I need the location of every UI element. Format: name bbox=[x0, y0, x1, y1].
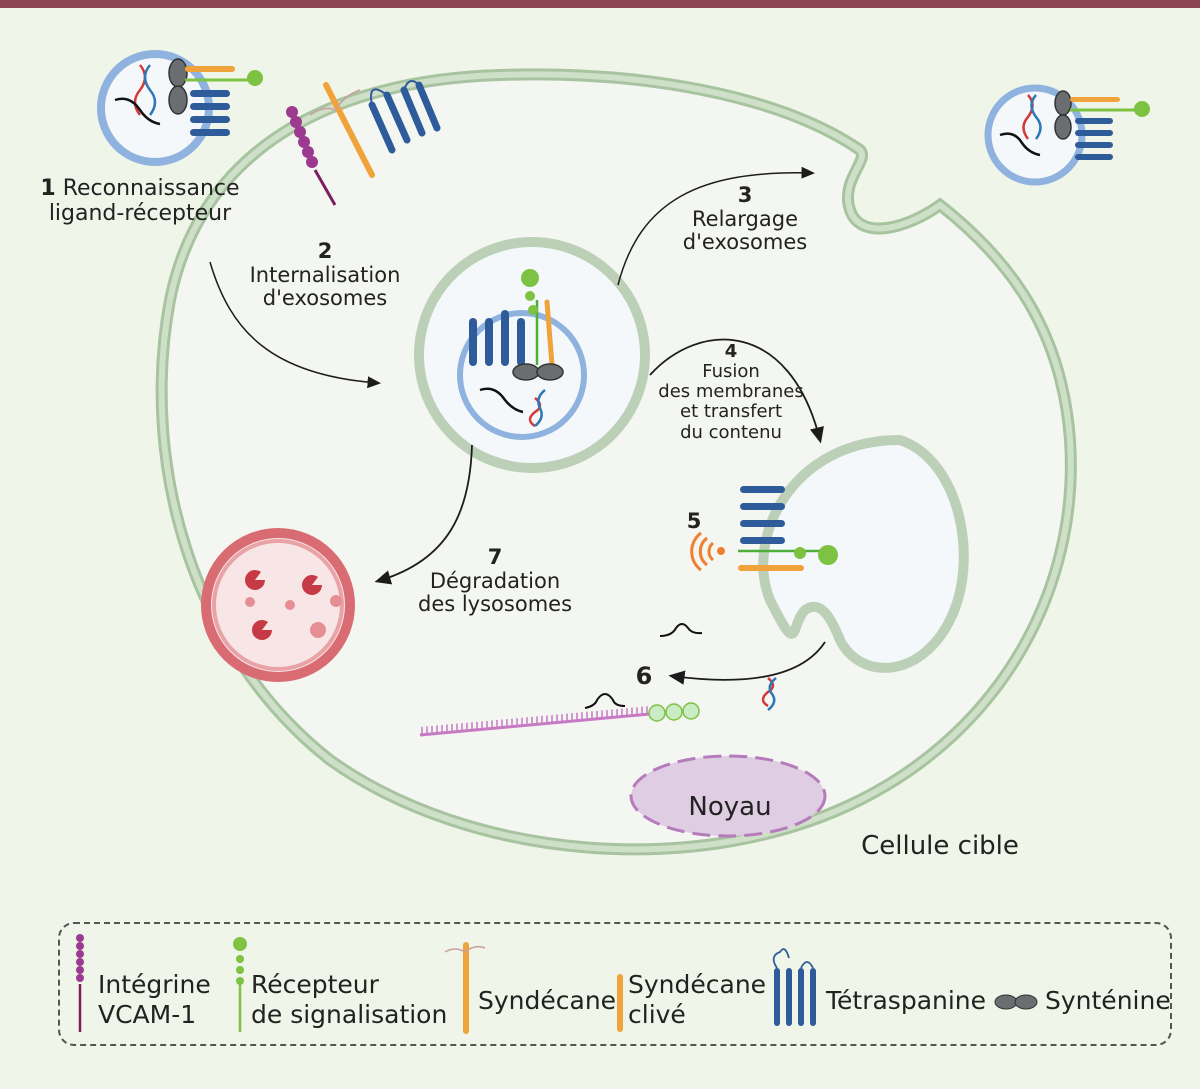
legend-tetraspanin-line1: Tétraspanine bbox=[826, 986, 987, 1015]
legend-integrin-line1: Intégrine bbox=[98, 970, 211, 999]
cleaved-syndecan-icon bbox=[617, 974, 623, 1032]
step-4-text: Fusion bbox=[702, 361, 760, 383]
step-1-number: 1 bbox=[40, 176, 56, 201]
tetraspanin-icon bbox=[772, 948, 816, 1026]
step-3-number: 3 bbox=[737, 183, 753, 207]
legend-item-syntenin: Synténine bbox=[1045, 986, 1171, 1016]
step-5-number: 5 bbox=[686, 509, 702, 533]
legend-integrin-line2: VCAM-1 bbox=[98, 1000, 197, 1029]
step-1-text: Reconnaissance bbox=[62, 176, 240, 201]
step-4-text3: et transfert bbox=[680, 401, 782, 423]
legend-item-cleaved-syndecan: Syndécane clivé bbox=[628, 970, 766, 1030]
step-3-label: 3 Relargage d'exosomes bbox=[670, 183, 820, 255]
legend-cleaved-line1: Syndécane bbox=[628, 970, 767, 999]
legend-item-signaling-receptor: Récepteur de signalisation bbox=[251, 970, 447, 1030]
arrow-step-6 bbox=[668, 641, 826, 685]
free-mirna bbox=[659, 623, 703, 637]
mrna-with-mirna bbox=[419, 693, 700, 737]
signaling-receptor-icon bbox=[233, 937, 247, 1032]
step-6-number: 6 bbox=[635, 662, 653, 690]
step-7-number: 7 bbox=[487, 545, 503, 569]
step-7-label: 7 Dégradation des lysosomes bbox=[410, 545, 580, 617]
legend-receptor-line2: de signalisation bbox=[251, 1000, 448, 1029]
step-2-label: 2 Internalisation d'exosomes bbox=[230, 239, 420, 311]
legend-receptor-line1: Récepteur bbox=[251, 970, 379, 999]
legend-cleaved-line2: clivé bbox=[628, 1000, 686, 1029]
endosome bbox=[414, 237, 650, 473]
nucleus-label: Noyau bbox=[688, 792, 772, 822]
signal-icon bbox=[690, 531, 725, 572]
arrow-step-7 bbox=[374, 444, 473, 585]
arrow-step-3 bbox=[617, 166, 815, 286]
membrane-tetraspanin bbox=[368, 80, 441, 154]
nucleus bbox=[629, 754, 827, 838]
cell-label: Cellule cible bbox=[861, 831, 1019, 861]
step-1-label: 1 Reconnaissance ligand-récepteur bbox=[40, 176, 240, 226]
step-4-text2: des membranes bbox=[658, 381, 804, 403]
target-cell bbox=[155, 68, 1077, 856]
legend-icons bbox=[76, 934, 1038, 1034]
step-3-text: Relargage bbox=[692, 206, 798, 231]
accent-bar bbox=[0, 0, 1200, 8]
fusion-compartment bbox=[738, 434, 969, 673]
exosome-extracellular-2 bbox=[984, 84, 1150, 186]
syntenin-icon bbox=[994, 994, 1038, 1010]
syndecan-icon bbox=[444, 942, 486, 1034]
membrane-syndecan bbox=[309, 82, 375, 178]
step-4-label: 4 Fusion des membranes et transfert du c… bbox=[651, 341, 811, 443]
step-7-text2: des lysosomes bbox=[417, 592, 573, 617]
step-3-text2: d'exosomes bbox=[682, 230, 808, 255]
legend-syntenin-line1: Synténine bbox=[1045, 986, 1171, 1015]
arrow-step-4 bbox=[649, 338, 824, 444]
legend-syndecan-line1: Syndécane bbox=[478, 986, 617, 1015]
step-2-text: Internalisation bbox=[249, 262, 401, 287]
step-4-text4: du contenu bbox=[680, 421, 782, 443]
integrin-icon bbox=[76, 934, 84, 1032]
exosome-extracellular-1 bbox=[97, 50, 263, 166]
legend-item-integrin: Intégrine VCAM-1 bbox=[98, 970, 211, 1030]
free-dna bbox=[761, 677, 777, 711]
membrane-integrin bbox=[286, 106, 337, 206]
lysosome bbox=[201, 528, 355, 682]
step-1-text2: ligand-récepteur bbox=[48, 200, 232, 226]
legend-item-tetraspanin: Tétraspanine bbox=[826, 986, 986, 1016]
step-7-text: Dégradation bbox=[429, 568, 561, 593]
step-2-number: 2 bbox=[317, 239, 333, 263]
legend: Intégrine VCAM-1 Récepteur de signalisat… bbox=[58, 922, 1172, 1046]
step-4-number: 4 bbox=[724, 341, 738, 362]
step-2-text2: d'exosomes bbox=[262, 286, 388, 311]
arrow-step-2 bbox=[209, 261, 381, 389]
legend-item-syndecan: Syndécane bbox=[478, 986, 616, 1016]
